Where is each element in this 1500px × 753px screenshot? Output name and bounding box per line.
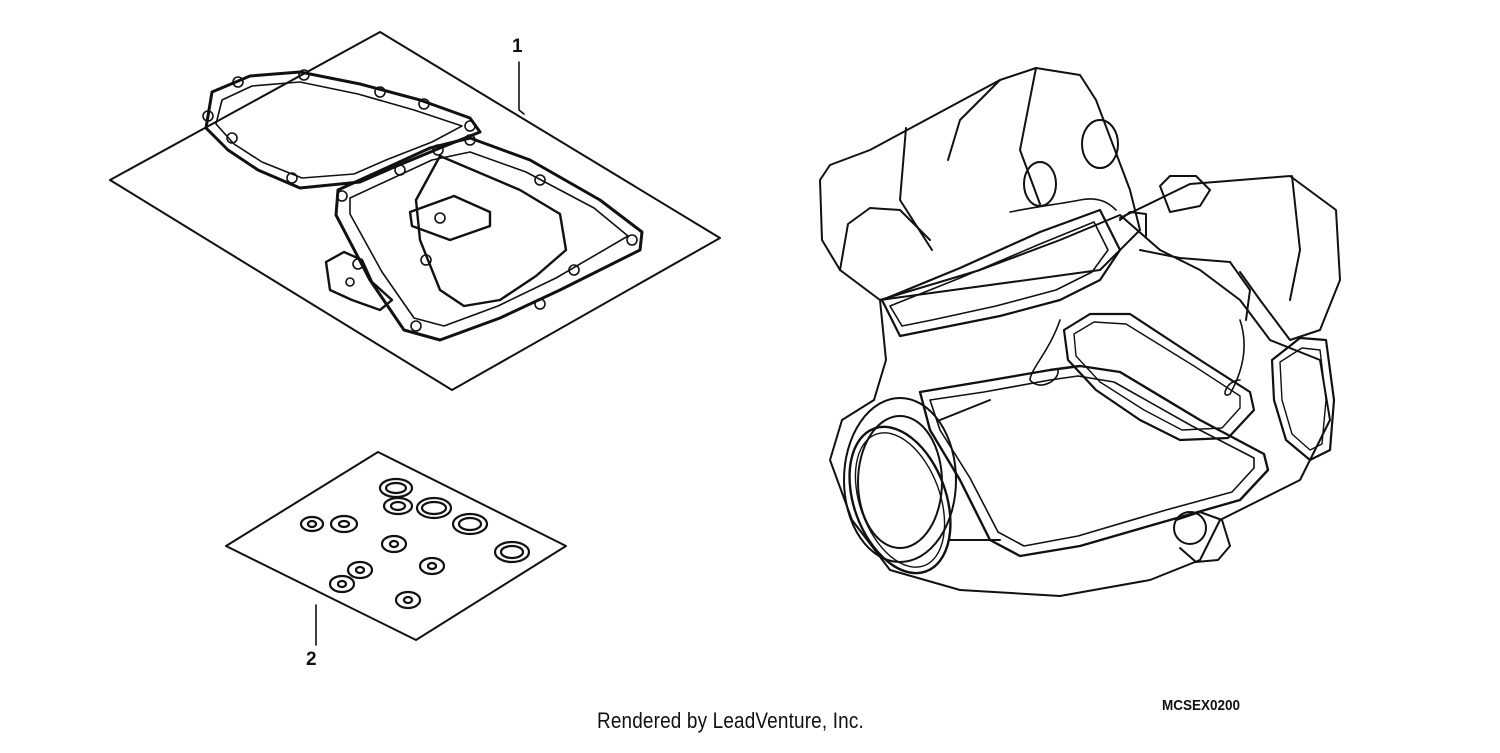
engine-illustration	[819, 67, 1341, 597]
cover-gasket	[204, 70, 482, 190]
gasket-kit-sheet	[109, 31, 721, 391]
oil-pan-gasket-bolt-holes	[336, 134, 638, 332]
callout-number-2: 2	[306, 649, 317, 670]
breather-gasket	[324, 250, 394, 312]
small-plate-gasket	[408, 194, 492, 242]
diagram-code-label: MCSEX0200	[1162, 697, 1241, 714]
gasket-sheet-outline	[109, 31, 721, 391]
rendered-by-footer: Rendered by LeadVenture, Inc.	[597, 708, 864, 733]
oil-pan-gasket	[334, 136, 644, 342]
o-ring-sheet-outline	[225, 451, 567, 641]
o-ring-kit-sheet	[225, 451, 567, 641]
cover-gasket-bolt-holes	[202, 69, 476, 184]
inner-cover-gasket	[414, 154, 568, 308]
engine-crankcase-gasket	[918, 364, 1270, 558]
o-rings-and-washers	[299, 477, 531, 610]
leader-line-1	[518, 61, 525, 115]
callout-number-1: 1	[512, 36, 523, 57]
